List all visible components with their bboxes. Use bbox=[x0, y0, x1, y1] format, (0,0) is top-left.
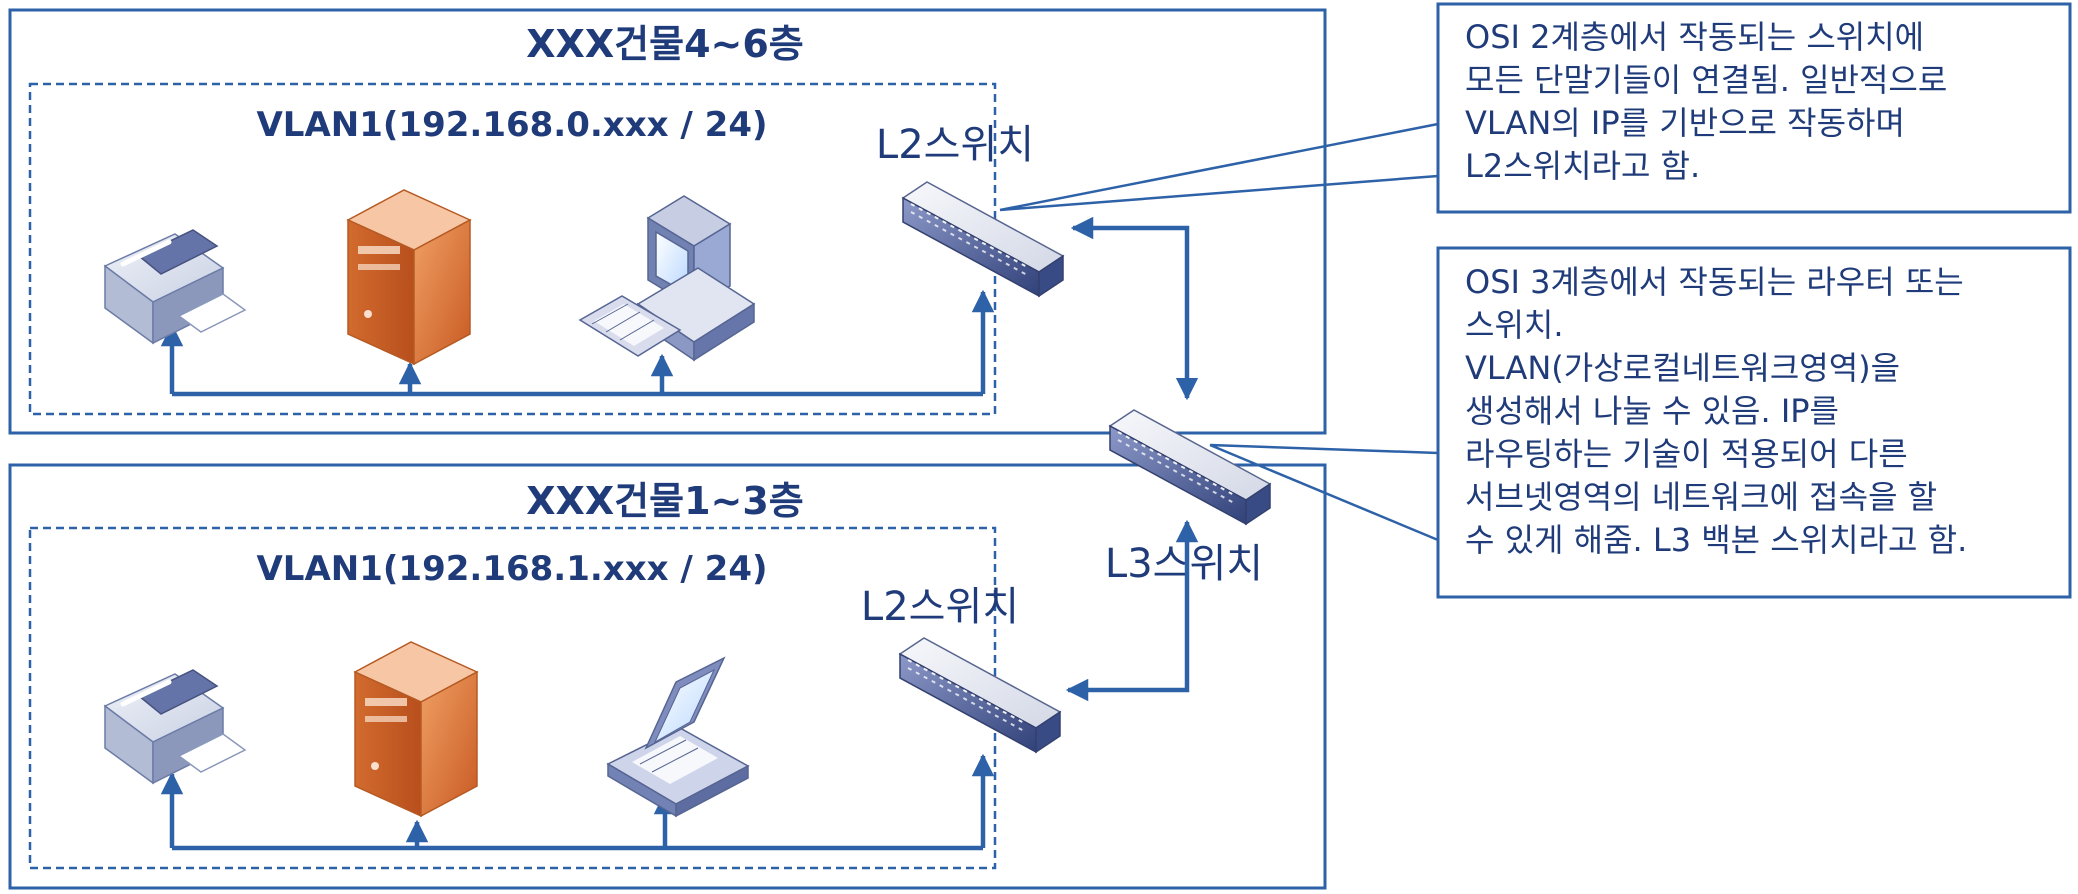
l2-note-line-1: OSI 2계층에서 작동되는 스위치에 bbox=[1465, 18, 1924, 56]
building-upper-frame bbox=[8, 8, 1327, 435]
l3-note-line-6: 서브넷영역의 네트워크에 접속을 할 bbox=[1465, 478, 1937, 516]
l2-switch-lower-label: L2스위치 bbox=[861, 584, 1019, 630]
printer-upper-icon bbox=[105, 230, 245, 343]
l3-note-line-2: 스위치. bbox=[1465, 306, 1564, 344]
l2-callout-text: OSI 2계층에서 작동되는 스위치에 모든 단말기들이 연결됨. 일반적으로 … bbox=[1465, 18, 1947, 185]
vlan-lower-label: VLAN1(192.168.1.xxx / 24) bbox=[256, 549, 767, 589]
l3-callout-pointer bbox=[1209, 443, 1439, 542]
l3-switch-icon bbox=[1109, 409, 1271, 525]
l3-note-line-4: 생성해서 나눌 수 있음. IP를 bbox=[1465, 392, 1839, 430]
l2-callout-pointer bbox=[999, 122, 1439, 212]
l3-note-line-5: 라우팅하는 기술이 적용되어 다른 bbox=[1465, 435, 1908, 473]
laptop-lower-icon bbox=[607, 657, 749, 817]
l2-note-line-3: VLAN의 IP를 기반으로 작동하며 bbox=[1465, 104, 1905, 142]
vlan-upper-frame bbox=[28, 82, 997, 416]
uplink-upper-to-l3 bbox=[1070, 216, 1199, 401]
l2-switch-callout bbox=[1436, 2, 2072, 214]
l3-note-line-1: OSI 3계층에서 작동되는 라우터 또는 bbox=[1465, 263, 1964, 301]
l3-switch-label: L3스위치 bbox=[1105, 541, 1263, 587]
building-lower-title: XXX건물1~3층 bbox=[526, 479, 804, 523]
vlan-upper-label: VLAN1(192.168.0.xxx / 24) bbox=[256, 105, 767, 145]
printer-lower-icon bbox=[105, 670, 245, 783]
building-lower-frame bbox=[8, 463, 1327, 890]
l3-callout-text: OSI 3계층에서 작동되는 라우터 또는 스위치. VLAN(가상로컬네트워크… bbox=[1465, 263, 1967, 559]
l3-note-line-7: 수 있게 해줌. L3 백본 스위치라고 함. bbox=[1465, 521, 1967, 559]
l2-note-line-2: 모든 단말기들이 연결됨. 일반적으로 bbox=[1465, 61, 1947, 99]
l2-switch-upper-label: L2스위치 bbox=[876, 122, 1034, 168]
server-upper-icon bbox=[347, 189, 471, 365]
l2-switch-upper-icon bbox=[902, 181, 1064, 297]
l3-note-line-3: VLAN(가상로컬네트워크영역)을 bbox=[1465, 349, 1900, 387]
l2-note-line-4: L2스위치라고 함. bbox=[1465, 147, 1700, 185]
server-lower-icon bbox=[354, 641, 478, 817]
uplink-lower-to-l3 bbox=[1065, 519, 1199, 702]
desktop-upper-icon bbox=[579, 195, 755, 361]
l2-switch-lower-icon bbox=[899, 637, 1061, 753]
building-upper-title: XXX건물4~6층 bbox=[526, 22, 804, 66]
l3-switch-callout bbox=[1436, 246, 2072, 599]
